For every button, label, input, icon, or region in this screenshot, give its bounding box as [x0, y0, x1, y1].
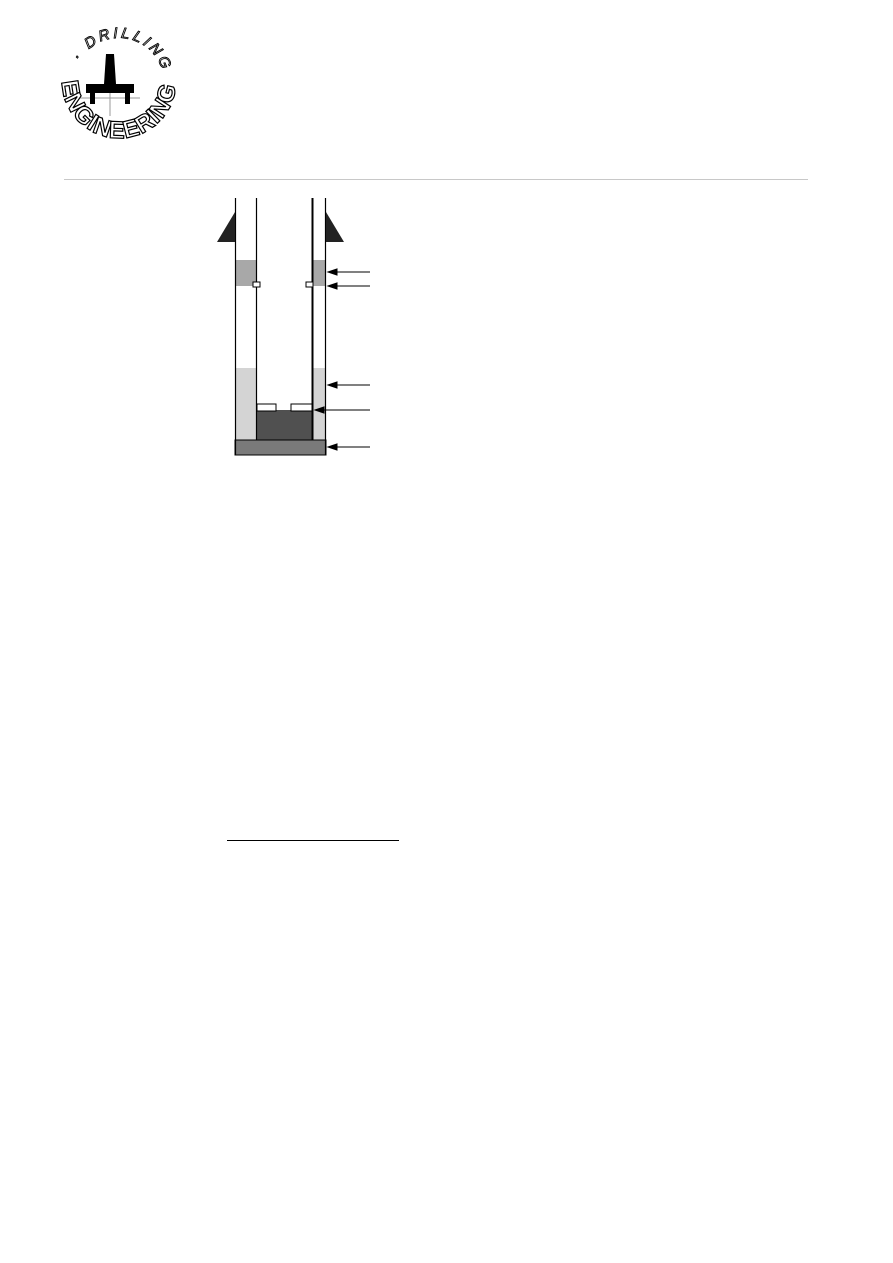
slurry-zone-right [313, 368, 325, 440]
float-collar-right [290, 403, 313, 412]
slurry-zone-left [236, 368, 256, 440]
spacer-zone-left [236, 260, 256, 286]
plug-marker-right [305, 281, 314, 288]
up-arrow-left-icon [217, 212, 235, 242]
bottom-cement [234, 439, 327, 456]
arrow-icon [326, 268, 338, 276]
callout-arrows [313, 268, 370, 451]
plug-marker-left [252, 281, 261, 288]
drilling-engineering-logo: · DRILLING · ENGINEERING [52, 26, 183, 145]
shoe-track-fluid [257, 410, 312, 440]
spacer-zone-right [313, 260, 325, 286]
footnote-divider [227, 840, 399, 841]
drilling-rig-icon [80, 54, 140, 116]
up-arrow-right-icon [326, 212, 344, 242]
arrow-icon [326, 443, 338, 451]
arrow-icon [326, 381, 338, 389]
arrow-icon [326, 282, 338, 290]
float-collar-left [256, 403, 277, 412]
header-divider [64, 179, 808, 180]
arrow-icon [313, 406, 325, 414]
wellbore-diagram [217, 198, 370, 456]
